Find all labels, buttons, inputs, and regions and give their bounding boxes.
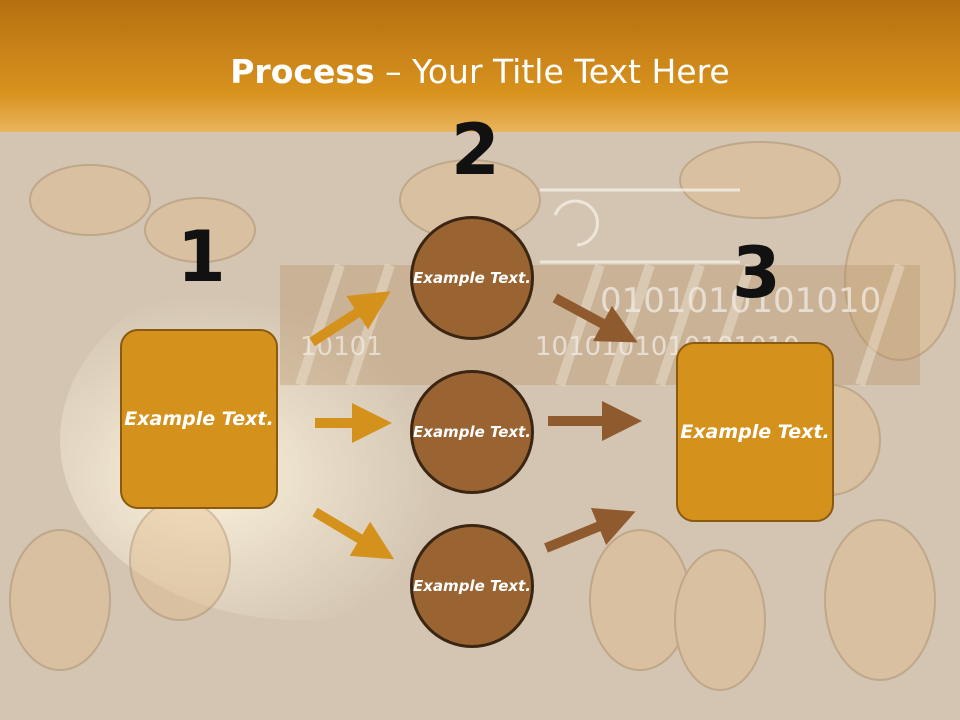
circle-bottom[interactable]: Example Text. [410,524,534,648]
slide-title[interactable]: Process – Your Title Text Here [0,52,960,91]
arrow-bottom-to-right [544,508,636,553]
binary-text-long: 0101010101010 [600,281,881,321]
step-number-3: 3 [732,232,781,314]
step-number-1: 1 [177,216,226,298]
arrow-down-right [312,507,395,560]
arrow-top-to-right [552,293,638,343]
step-number-2: 2 [451,109,500,191]
arrow-up-right [309,291,391,347]
title-bold: Process [230,52,375,91]
circle-top[interactable]: Example Text. [410,216,534,340]
right-box[interactable]: Example Text. [676,342,834,522]
left-box[interactable]: Example Text. [120,329,278,509]
title-rest: – Your Title Text Here [374,52,730,91]
circle-middle[interactable]: Example Text. [410,370,534,494]
